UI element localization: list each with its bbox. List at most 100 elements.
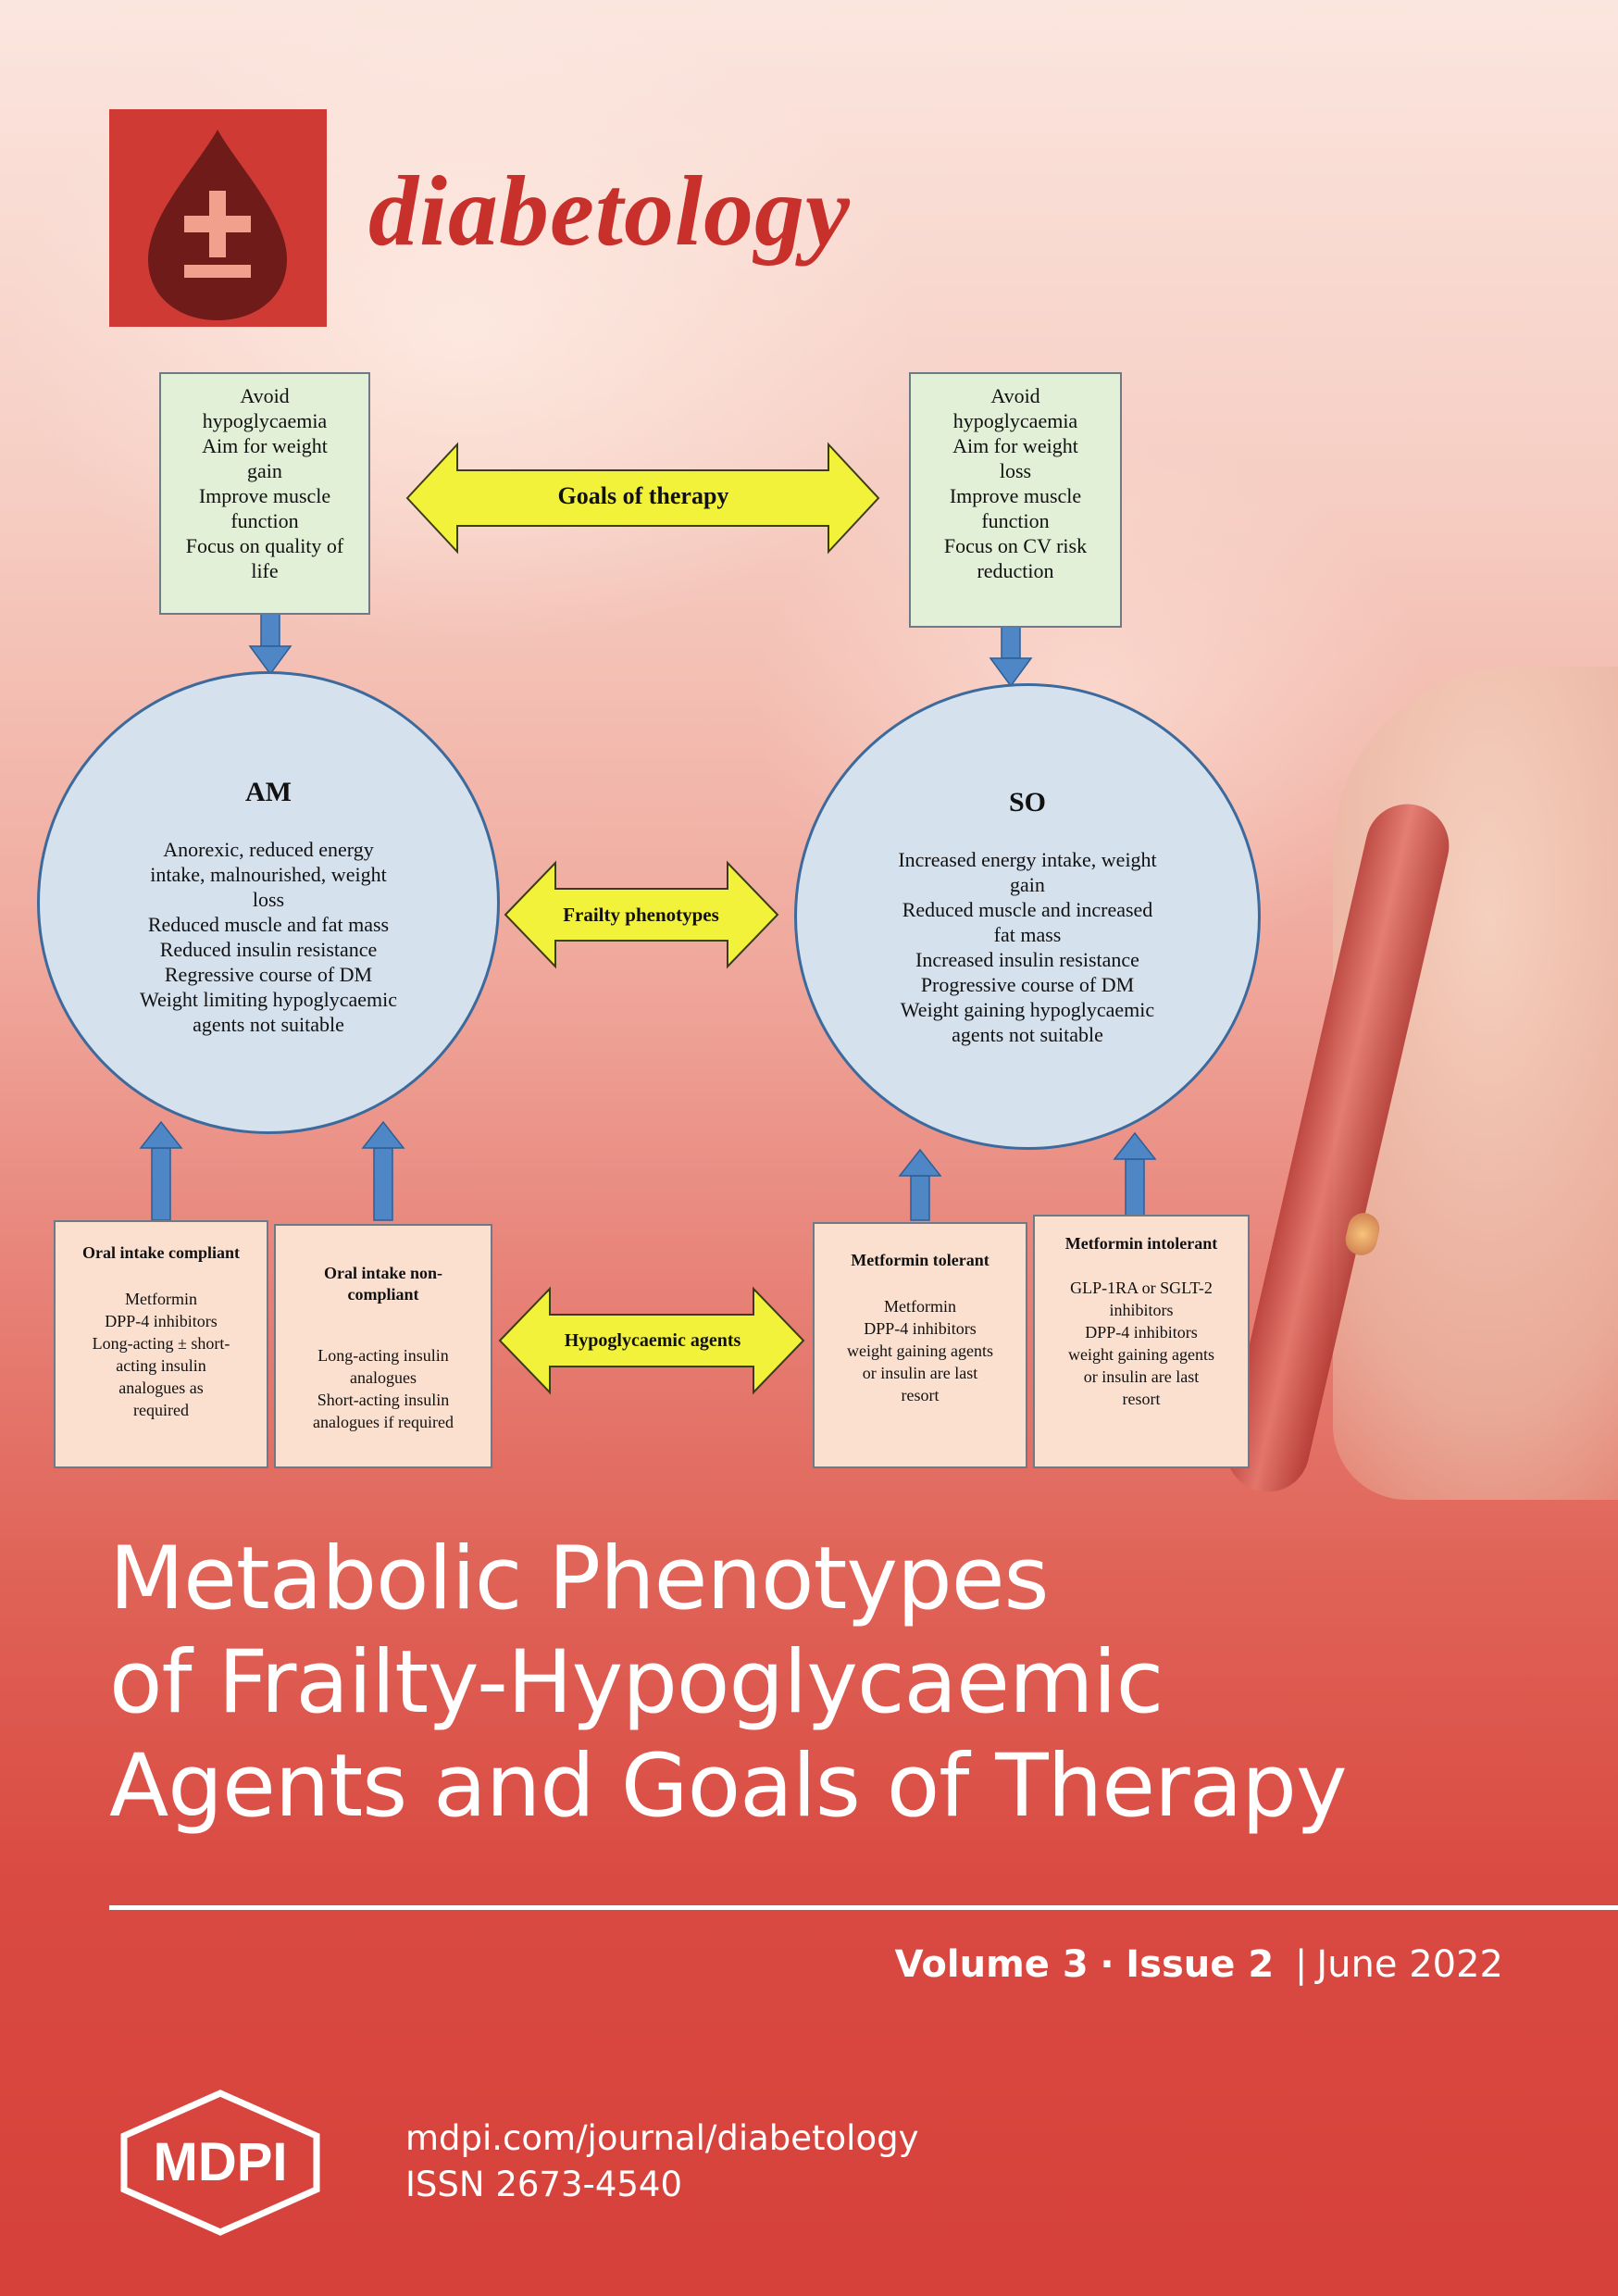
- title-line: Metabolic Phenotypes: [109, 1529, 1050, 1629]
- mdpi-hexagon-icon: MDPI: [120, 2090, 320, 2236]
- agent-line: inhibitors: [1109, 1301, 1174, 1319]
- circle-line: Regressive course of DM: [164, 963, 373, 986]
- agent-line: analogues if required: [313, 1413, 454, 1431]
- agent-line: DPP-4 inhibitors: [864, 1319, 977, 1338]
- circle-line: fat mass: [993, 923, 1062, 946]
- connector-goal-left-head: [248, 645, 292, 676]
- agent-line: DPP-4 inhibitors: [105, 1312, 218, 1330]
- cover-article-title: Metabolic Phenotypes of Frailty-Hypoglyc…: [109, 1528, 1553, 1839]
- goal-box-so: Avoid hypoglycaemia Aim for weight loss …: [909, 372, 1122, 628]
- publisher-footer: mdpi.com/journal/diabetology ISSN 2673-4…: [405, 2115, 918, 2208]
- agent-line: Metformin: [125, 1290, 197, 1308]
- connector-agent-1: [151, 1147, 171, 1221]
- connector-agent-2: [373, 1147, 393, 1221]
- circle-line: gain: [1010, 873, 1045, 896]
- circle-title: SO: [1008, 787, 1047, 817]
- connector-agent-2-head: [361, 1120, 405, 1149]
- agent-box-metformin-intolerant: Metformin intolerant GLP-1RA or SGLT-2 i…: [1033, 1215, 1250, 1468]
- circle-line: Anorexic, reduced energy: [163, 838, 374, 861]
- agent-heading: Metformin tolerant: [851, 1251, 989, 1269]
- circle-line: Reduced muscle and increased: [902, 898, 1153, 921]
- agent-line: weight gaining agents: [847, 1341, 993, 1360]
- agent-line: resort: [1122, 1390, 1161, 1408]
- goals-double-arrow: [405, 442, 880, 555]
- circle-line: Increased insulin resistance: [915, 948, 1139, 971]
- agent-line: Long-acting ± short-: [92, 1334, 230, 1353]
- goal-line: function: [981, 509, 1050, 532]
- agent-line: GLP-1RA or SGLT-2: [1070, 1279, 1213, 1297]
- agents-arrow-label: Hypoglycaemic agents: [564, 1330, 741, 1351]
- circle-line: Weight gaining hypoglycaemic: [900, 998, 1155, 1021]
- connector-agent-1-head: [139, 1120, 183, 1149]
- circle-title: AM: [245, 777, 292, 807]
- agent-line: resort: [901, 1386, 940, 1404]
- goal-line: Focus on quality of: [185, 534, 344, 557]
- goal-line: hypoglycaemia: [202, 409, 328, 432]
- circle-line: Increased energy intake, weight: [898, 848, 1157, 871]
- goals-arrow-label: Goals of therapy: [557, 482, 729, 509]
- agent-line: analogues: [350, 1368, 417, 1387]
- connector-agent-3: [910, 1175, 930, 1221]
- agent-line: analogues as: [118, 1379, 204, 1397]
- goal-line: Aim for weight: [202, 434, 328, 457]
- goal-line: Aim for weight: [952, 434, 1078, 457]
- issue-info: Volume 3 · Issue 2 |June 2022: [895, 1942, 1503, 1987]
- journal-logo: [109, 109, 327, 327]
- agent-line: DPP-4 inhibitors: [1085, 1323, 1198, 1341]
- connector-arrows: [139, 442, 1157, 1395]
- connector-goal-right: [1001, 624, 1021, 659]
- mdpi-logo: MDPI: [109, 2088, 331, 2240]
- divider-bar: |: [1294, 1943, 1308, 1986]
- goal-line: life: [251, 559, 279, 582]
- frailty-double-arrow: [504, 860, 779, 969]
- agent-box-oral-compliant: Oral intake compliant Metformin DPP-4 in…: [54, 1220, 268, 1468]
- issue-date: June 2022: [1316, 1943, 1503, 1986]
- circle-line: agents not suitable: [193, 1013, 344, 1036]
- connector-agent-4: [1125, 1158, 1145, 1221]
- agent-heading: Oral intake non-: [323, 1264, 442, 1282]
- issue-label: Issue 2: [1126, 1943, 1275, 1986]
- agent-line: Long-acting insulin: [317, 1346, 449, 1365]
- title-divider: [109, 1905, 1618, 1910]
- connector-goal-left: [260, 612, 280, 647]
- title-line: Agents and Goals of Therapy: [109, 1736, 1348, 1837]
- circle-line: agents not suitable: [952, 1023, 1103, 1046]
- agent-line: acting insulin: [116, 1356, 206, 1375]
- agent-line: or insulin are last: [862, 1364, 978, 1382]
- journal-name: diabetology: [368, 156, 851, 267]
- blood-drop-plus-minus-icon: [148, 130, 287, 320]
- agent-line: or insulin are last: [1083, 1367, 1200, 1386]
- frailty-arrow-label: Frailty phenotypes: [563, 904, 719, 926]
- goal-line: reduction: [977, 559, 1054, 582]
- agent-line: required: [133, 1401, 189, 1419]
- volume-label: Volume 3: [894, 1943, 1089, 1986]
- goal-line: function: [230, 509, 299, 532]
- dot-separator: ·: [1100, 1943, 1114, 1986]
- journal-url[interactable]: mdpi.com/journal/diabetology: [405, 2118, 919, 2158]
- phenotype-circle-am: AM Anorexic, reduced energy intake, maln…: [37, 671, 500, 1134]
- circle-line: loss: [252, 888, 285, 911]
- agents-double-arrow: [498, 1286, 805, 1395]
- goal-line: loss: [999, 459, 1032, 482]
- agent-heading: Metformin intolerant: [1064, 1234, 1218, 1253]
- goal-line: gain: [247, 459, 282, 482]
- goal-line: Avoid: [990, 384, 1040, 407]
- circle-line: intake, malnourished, weight: [150, 863, 387, 886]
- circle-line: Progressive course of DM: [920, 973, 1135, 996]
- agent-heading: Oral intake compliant: [82, 1243, 240, 1262]
- goal-line: Avoid: [240, 384, 290, 407]
- connector-agent-4-head: [1113, 1131, 1157, 1160]
- circle-line: Reduced insulin resistance: [159, 938, 378, 961]
- issn: ISSN 2673-4540: [405, 2165, 682, 2204]
- agent-line: Short-acting insulin: [317, 1391, 450, 1409]
- agent-line: Metformin: [884, 1297, 956, 1316]
- connector-goal-right-head: [989, 657, 1033, 688]
- agent-box-metformin-tolerant: Metformin tolerant Metformin DPP-4 inhib…: [813, 1222, 1027, 1468]
- agent-box-oral-non-compliant: Oral intake non- compliant Long-acting i…: [274, 1224, 492, 1468]
- goal-line: Improve muscle: [949, 484, 1082, 507]
- agent-heading: compliant: [347, 1285, 419, 1304]
- mdpi-logo-text: MDPI: [154, 2132, 288, 2192]
- phenotype-circle-so: SO Increased energy intake, weight gain …: [794, 683, 1261, 1150]
- goal-line: hypoglycaemia: [952, 409, 1078, 432]
